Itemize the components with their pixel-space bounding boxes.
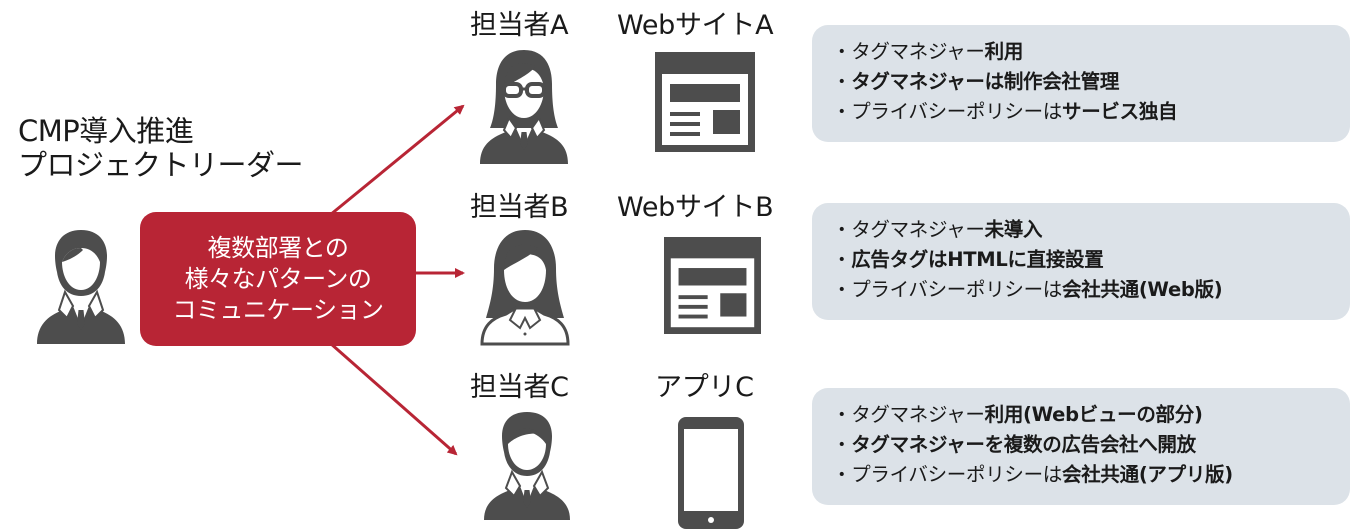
arrow-to-person-a — [329, 104, 465, 217]
info-box-b: ・タグマネジャー未導入 ・広告タグはHTMLに直接設置 ・プライバシーポリシーは… — [812, 203, 1350, 320]
woman-long-hair-icon — [480, 230, 570, 346]
leader-title: CMP導入推進 プロジェクトリーダー — [18, 114, 304, 182]
leader-title-line2: プロジェクトリーダー — [18, 148, 304, 182]
info-c-line3: ・プライバシーポリシーは会社共通(アプリ版) — [832, 463, 1233, 486]
info-b-line3: ・プライバシーポリシーは会社共通(Web版) — [832, 278, 1223, 301]
hub-line3: コミュニケーション — [172, 295, 384, 324]
hub-line2: 様々なパターンの — [184, 264, 372, 293]
property-b-label: WebサイトB — [617, 192, 774, 223]
communication-hub-box: 複数部署との 様々なパターンの コミュニケーション — [140, 212, 416, 346]
info-b-line2: ・広告タグはHTMLに直接設置 — [832, 248, 1104, 271]
man-icon — [484, 412, 570, 520]
info-a-line2: ・タグマネジャーは制作会社管理 — [832, 70, 1120, 93]
woman-with-glasses-icon — [480, 50, 568, 164]
info-a-line1: ・タグマネジャー利用 — [832, 40, 1024, 63]
website-b-icon — [664, 237, 761, 334]
smartphone-icon — [678, 417, 744, 529]
person-a-label: 担当者A — [470, 10, 569, 41]
info-c-line1: ・タグマネジャー利用(Webビューの部分) — [832, 403, 1203, 426]
info-box-a: ・タグマネジャー利用 ・タグマネジャーは制作会社管理 ・プライバシーポリシーはサ… — [812, 25, 1350, 142]
info-b-line1: ・タグマネジャー未導入 — [832, 218, 1043, 241]
info-c-line2: ・タグマネジャーを複数の広告会社へ開放 — [832, 433, 1196, 456]
leader-title-line1: CMP導入推進 — [18, 114, 194, 148]
hub-line1: 複数部署との — [207, 233, 349, 262]
website-a-icon — [655, 52, 755, 152]
arrow-to-person-c — [329, 341, 458, 456]
person-c-label: 担当者C — [470, 372, 569, 403]
property-a-label: WebサイトA — [617, 10, 774, 41]
property-c-label: アプリC — [655, 372, 754, 403]
info-a-line3: ・プライバシーポリシーはサービス独自 — [832, 100, 1178, 123]
person-b-label: 担当者B — [470, 192, 569, 223]
info-box-c: ・タグマネジャー利用(Webビューの部分) ・タグマネジャーを複数の広告会社へ開… — [812, 388, 1350, 505]
businessman-icon — [37, 230, 125, 344]
